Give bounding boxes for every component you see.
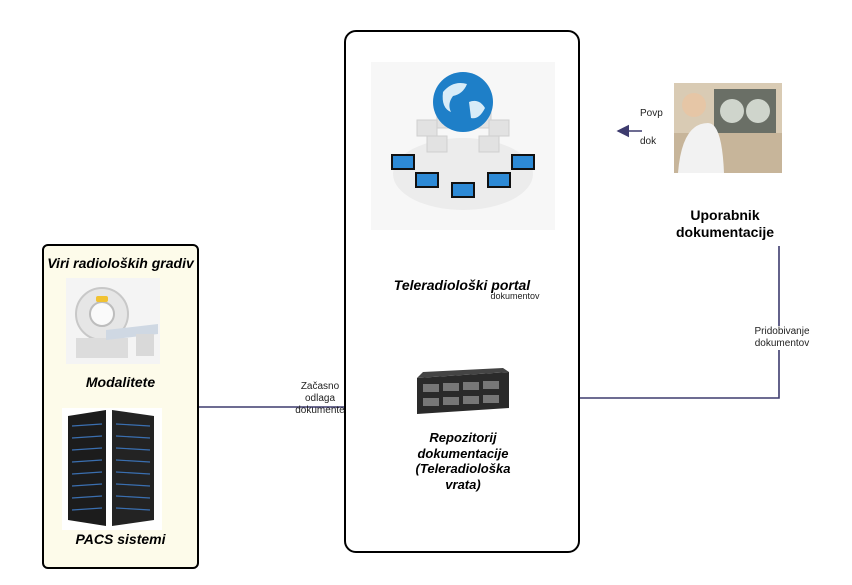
sources-title: Viri radioloških gradiv [47,255,194,271]
repository-label-line-1: Repozitorij [429,430,497,445]
edge-retrieve-documents [564,246,780,405]
portal-globe-icon [371,62,555,230]
user-portal-edge-label: Povp dok [640,108,676,148]
pacs-label: PACS sistemi [75,531,166,547]
repository-label-line-3: (Teleradiološka [415,461,511,477]
user-portal-edge-label-line-2: dok [640,136,657,147]
store-edge-label-line-1: Začasno [300,381,340,392]
retrieve-edge-label-line-1: Pridobivanje [754,326,810,337]
user-portal-edge-label-line-1: Povp [640,108,663,119]
modalities-label: Modalitete [85,374,156,390]
pacs-server-icon [62,408,162,530]
repository-label-line-4: vrata) [445,476,481,492]
portal-repo-edge-label: dokumentov [490,291,540,301]
store-edge-label-line-3: dokumente [295,405,345,416]
radiologist-photo-icon [674,83,782,173]
user-label-line-2: dokumentacije [675,223,775,240]
retrieve-edge-label: Pridobivanje dokumentov [742,326,822,350]
repository-label: Repozitorij dokumentacije (Teleradiološk… [400,430,526,492]
user-label-line-1: Uporabnik [690,207,760,223]
store-edge-label: Začasno odlaga dokumente [280,381,360,417]
store-edge-label-line-2: odlaga [304,393,336,404]
user-label: Uporabnik dokumentacije [660,207,790,241]
ct-scanner-icon [66,278,160,364]
repository-device-icon [417,368,509,414]
repository-label-line-2: dokumentacije [417,445,509,461]
portal-label: Teleradiološki portal [393,277,531,293]
retrieve-edge-label-line-2: dokumentov [754,338,810,349]
